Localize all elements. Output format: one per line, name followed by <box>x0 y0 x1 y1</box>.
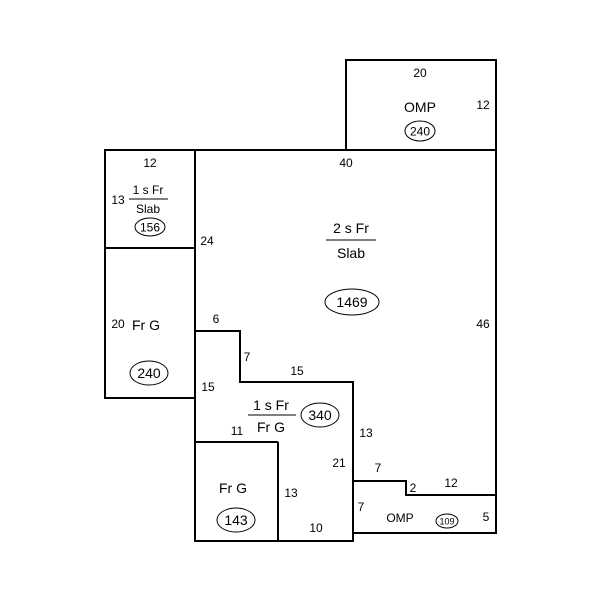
main-left-dim: 24 <box>200 234 214 248</box>
main-label-bottom: Slab <box>337 245 365 261</box>
center-label-bottom: Fr G <box>257 419 285 435</box>
main-area-oval <box>324 288 380 316</box>
left-upper-area: 156 <box>140 221 160 235</box>
main-top-dim: 40 <box>339 156 353 170</box>
center-area: 340 <box>308 407 332 423</box>
center-label-top: 1 s Fr <box>253 397 289 413</box>
omp-bottom-label: OMP <box>386 511 413 525</box>
left-garage-area: 240 <box>137 365 161 381</box>
omp-bottom-left-dim: 7 <box>358 500 365 514</box>
lower-garage-area-oval <box>216 507 256 533</box>
omp-bottom-run-dim: 12 <box>444 476 458 490</box>
center-left-dim: 15 <box>201 380 215 394</box>
left-upper-area-oval <box>134 217 166 237</box>
notch-width-dim: 6 <box>213 312 220 326</box>
omp-bottom-step-dim: 2 <box>410 481 417 495</box>
left-upper-label-top: 1 s Fr <box>133 183 164 197</box>
notch-run-dim: 15 <box>290 364 304 378</box>
lower-garage-label: Fr G <box>219 480 247 496</box>
omp-bottom-area-oval <box>435 513 459 529</box>
left-garage-label: Fr G <box>132 317 160 333</box>
main-right-dim: 46 <box>476 317 490 331</box>
left-upper-width-dim: 12 <box>143 156 157 170</box>
center-area-oval <box>300 402 340 428</box>
lower-garage-area: 143 <box>224 512 248 528</box>
main-house-outline <box>194 149 497 496</box>
omp-top-area: 240 <box>410 125 430 139</box>
main-label-top: 2 s Fr <box>333 220 369 236</box>
lower-garage-depth-dim: 13 <box>284 486 298 500</box>
center-room-outline <box>194 330 354 542</box>
omp-bottom-area: 109 <box>439 517 454 527</box>
omp-top-depth-dim: 12 <box>476 98 490 112</box>
notch-depth-dim: 7 <box>244 350 251 364</box>
omp-bottom-top-dim: 7 <box>375 461 382 475</box>
omp-bottom-outline <box>352 480 497 534</box>
center-bottom-dim: 10 <box>309 521 323 535</box>
left-upper-label-bottom: Slab <box>136 202 160 216</box>
left-garage-area-oval <box>129 360 169 386</box>
omp-bottom-right-dim: 5 <box>483 510 490 524</box>
omp-top-label: OMP <box>404 99 436 115</box>
left-upper-depth-dim: 13 <box>111 193 125 207</box>
center-right-lower-dim: 21 <box>332 456 346 470</box>
omp-top-width-dim: 20 <box>413 66 427 80</box>
center-right-upper-dim: 13 <box>359 426 373 440</box>
center-inner-width-dim: 11 <box>231 424 244 438</box>
left-garage-depth-dim: 20 <box>111 317 125 331</box>
omp-top-area-oval <box>404 120 436 142</box>
main-area: 1469 <box>336 294 367 310</box>
